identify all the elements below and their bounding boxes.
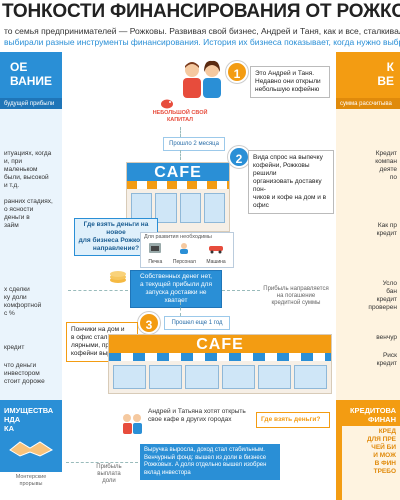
loan-repayment-note: Прибыль направляется на погашение кредит… [262, 286, 330, 307]
step-3-plan: Андрей и Татьяна хотят открыть свое кафе… [148, 408, 246, 423]
right-column-subheading: сумма рассчитыва [336, 98, 400, 109]
left-column-subheading: будущей прибыли [0, 98, 62, 109]
capital-label: НЕБОЛЬШОЙ СВОЙ КАПИТАЛ [152, 110, 208, 123]
step-3-question: Где взять деньги? [256, 412, 330, 428]
flow-line-left [68, 290, 128, 291]
intro-text: то семья предпринимателей — Рожковы. Раз… [0, 26, 400, 48]
right-heading-line-2: ВЕ [377, 74, 394, 88]
left-bottom-caption: Монтерские прорывы [15, 474, 47, 487]
oven-icon [149, 243, 162, 253]
left-text-4: кредит [4, 344, 25, 351]
left-bottom-heading: ИМУЩЕСТВА НДА КА [4, 406, 54, 433]
right-text-1: Кредит компан деяте по [375, 150, 397, 181]
right-text-4: Риск кредит [376, 352, 397, 367]
left-heading-line-1: ОЕ [10, 60, 28, 74]
step-2-badge: 2 [228, 146, 250, 168]
left-text-1: итуациях, когда и, при маленьком были, в… [4, 150, 52, 189]
left-column-heading: ОЕ ВАНИЕ [0, 52, 62, 98]
step-1-badge: 1 [226, 61, 248, 83]
right-bottom-heading: КРЕДИТОВА ФИНАН [349, 406, 396, 424]
intro-line-2: выбирали разные инструменты финансирован… [4, 37, 400, 47]
time-label-1: Прошло 2 месяца [163, 137, 225, 151]
right-text-3: Усло бан кредит проверен [368, 280, 397, 311]
couple-small-illustration [120, 412, 144, 434]
needs-icons: Печка Персонал Машина [141, 241, 233, 265]
left-heading-line-2: ВАНИЕ [10, 74, 53, 88]
cafe-2-building: CAFE [108, 334, 332, 394]
intro-line-1: то семья предпринимателей — Рожковы. Раз… [4, 26, 400, 36]
timeline-line-2 [180, 150, 181, 160]
needs-label: Для развития необходимы [144, 234, 212, 240]
cafe-2-sign: CAFE [109, 335, 331, 353]
page-title: ТОНКОСТИ ФИНАНСИРОВАНИЯ ОТ РОЖКОВЫХ [2, 1, 400, 22]
coins-icon [108, 268, 128, 284]
right-text-5: венчур [376, 334, 397, 341]
need-car: Машина [206, 241, 226, 265]
piggy-bank-icon [160, 96, 173, 109]
need-staff: Персонал [173, 241, 196, 265]
right-bottom-panel: КРЕДИТОВА ФИНАН КРЕД ДЛЯ ПРЕ ЧЕЙ БИ И МО… [336, 400, 400, 500]
flow-line-bottom [66, 462, 138, 463]
left-text-3: х сделки ку доли комфортной с % [4, 286, 42, 317]
time-label-2: Прошел еще 1 год [164, 316, 230, 330]
cafe-1-sign: CAFE [127, 163, 229, 181]
right-text-2: Как пр кредит [376, 222, 397, 237]
cafe-1-awning [127, 181, 229, 189]
cafe-2-windows [109, 361, 331, 389]
timeline-line-1 [180, 127, 181, 137]
right-heading-line-1: К [386, 60, 394, 74]
step-3-result: Выручка выросла, доход стал стабильным. … [140, 444, 280, 480]
couple-illustration [178, 58, 226, 98]
left-text-2: ранних стадиях, о ясности деньги в займ [4, 198, 53, 229]
step-2-speech: Вида спрос на выпечку кофейни, Рожковы р… [248, 150, 334, 214]
cafe-2-awning [109, 353, 331, 361]
timeline-line-3 [180, 302, 181, 316]
cafe-1-windows [127, 189, 229, 223]
car-icon [209, 246, 224, 254]
left-text-5: что деньги инвестором стоит дороже [4, 362, 45, 385]
staff-icon [180, 243, 189, 254]
step-1-speech: Это Андрей и Таня. Недавно они открыли н… [250, 66, 330, 98]
needs-box: Для развития необходимы Печка Персонал М… [140, 232, 234, 268]
bottom-left-note: Прибыль выплата доли [96, 464, 122, 484]
own-money-note: Собственных денег нет, а текущей прибыли… [130, 270, 222, 308]
need-oven: Печка [148, 241, 162, 265]
right-column-heading: К ВЕ [336, 52, 400, 98]
left-bottom-panel: ИМУЩЕСТВА НДА КА Монтерские прорывы [0, 400, 62, 500]
handshake-icon [8, 436, 54, 460]
right-bottom-subtext: КРЕД ДЛЯ ПРЕ ЧЕЙ БИ И МОЖ В ФИН ТРЕБО [366, 428, 396, 475]
step-3-badge: 3 [138, 312, 160, 334]
